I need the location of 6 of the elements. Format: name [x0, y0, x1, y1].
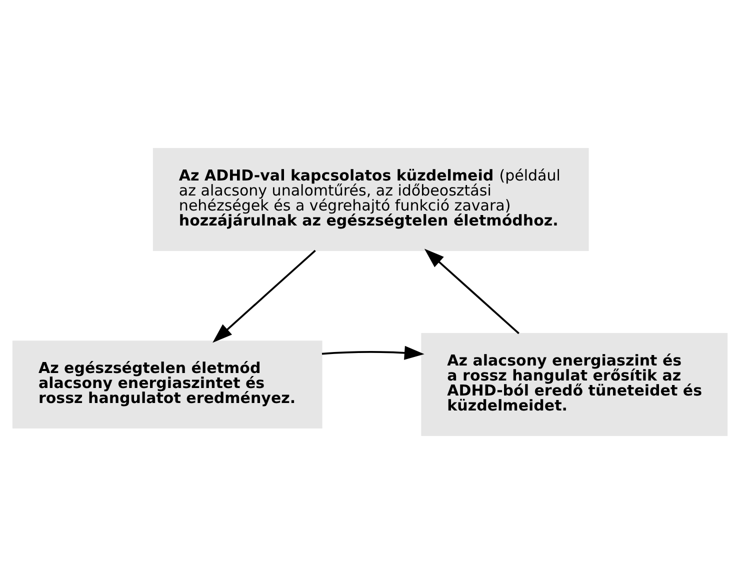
arrow	[212, 250, 316, 343]
node-box: Az alacsony energiaszint és a rossz hangulat erősítik az ADHD-ból eredő tüneteidet és küzdelmeidet.	[421, 333, 728, 436]
arrow	[322, 346, 424, 360]
node-box: Az ADHD-val kapcsolatos küzdelmeid (például az alacsony unalomtűrés, az időbeosztási nehézségek és a végrehajtó funkció zavara) hozzájárulnak az egészségtelen életmódhoz.	[152, 148, 589, 251]
arrow	[424, 248, 520, 334]
node-box: Az egészségtelen életmód alacsony energiaszintet és rossz hangulatot eredményez.	[12, 340, 322, 428]
